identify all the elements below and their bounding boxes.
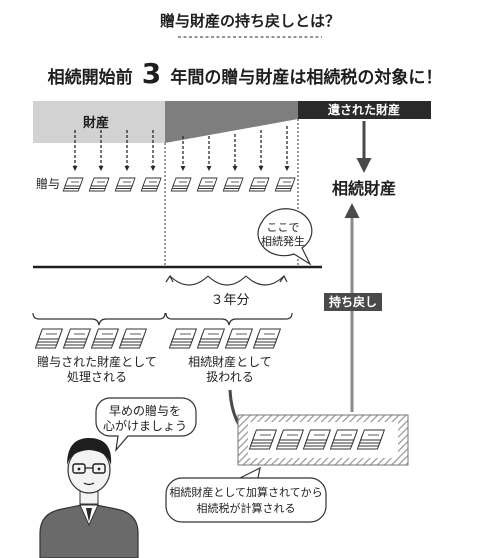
gift-band-light bbox=[33, 101, 165, 143]
inheritance-start-bubble bbox=[257, 208, 313, 266]
gift-money-stacks bbox=[62, 177, 296, 192]
assets-label: 財産 bbox=[82, 115, 109, 131]
clawback-money-stacks bbox=[248, 429, 385, 450]
note-line2: 相続税が計算される bbox=[197, 501, 296, 515]
three-years-label: ３年分 bbox=[210, 293, 249, 308]
group-left-line2: 処理される bbox=[67, 370, 127, 384]
advisor-illustration bbox=[39, 438, 139, 558]
inheritance-assets-label: 相続財産 bbox=[332, 179, 396, 198]
three-year-arcs bbox=[165, 274, 288, 286]
group-left-line1: 贈与された財産として bbox=[37, 354, 157, 369]
money-group-right bbox=[168, 328, 281, 349]
group-right-line1: 相続財産として bbox=[188, 354, 272, 369]
advice-line1: 早めの贈与を bbox=[109, 403, 181, 418]
headline: 相続開始前 3 年間の贈与財産は相続税の対象に！ bbox=[48, 57, 443, 90]
headline-number: 3 bbox=[142, 57, 161, 90]
note-line1: 相続財産として加算されてから bbox=[169, 485, 322, 499]
bring-back-badge bbox=[324, 293, 382, 311]
note-bubble bbox=[165, 466, 327, 523]
remaining-assets-label: 遺された財産 bbox=[327, 102, 400, 117]
money-group-left bbox=[34, 328, 147, 349]
brace-right bbox=[165, 312, 293, 326]
brace-left bbox=[32, 312, 166, 326]
inheritance-start-line1: ここで bbox=[267, 221, 300, 234]
headline-pre: 相続開始前 bbox=[48, 67, 133, 88]
gift-arrows bbox=[72, 126, 290, 172]
bring-back-label: 持ち戻し bbox=[329, 294, 377, 309]
gift-band-dark bbox=[165, 101, 298, 143]
page-title: 贈与財産の持ち戻しとは？ bbox=[160, 12, 340, 30]
inheritance-start-line2: 相続発生 bbox=[261, 234, 305, 248]
group-right-line2: 扱われる bbox=[206, 370, 253, 384]
gift-label: 贈与 bbox=[36, 176, 60, 191]
headline-post: 年間の贈与財産は相続税の対象に！ bbox=[170, 67, 442, 88]
remaining-assets-band bbox=[298, 101, 431, 119]
advice-line2: 心がけましょう bbox=[103, 418, 187, 433]
advice-bubble bbox=[95, 397, 197, 452]
